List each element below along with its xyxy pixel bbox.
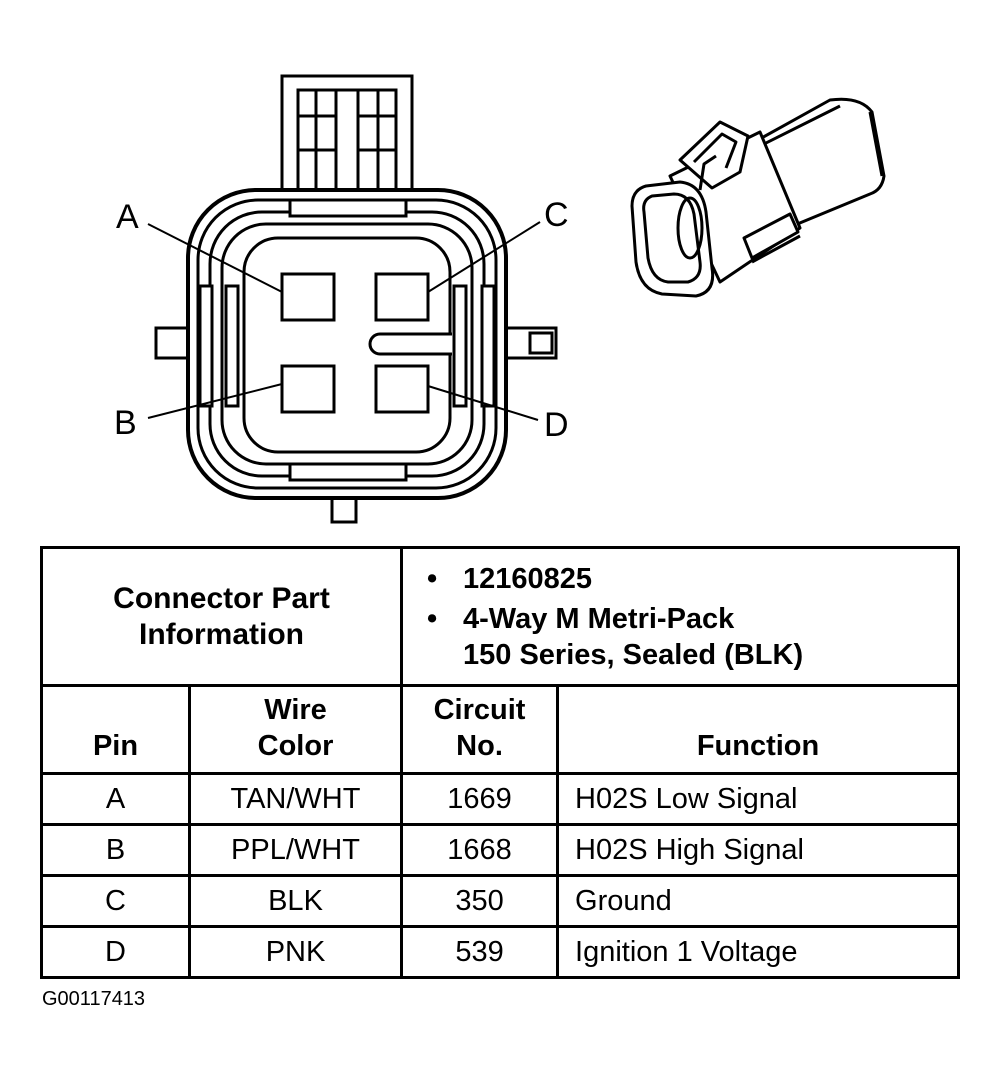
- leader-line-b: [147, 383, 283, 419]
- connector-info-table: Connector Part Information • 12160825 • 4-…: [39, 546, 961, 979]
- connector-body-outer: [186, 188, 508, 500]
- cell-wire-color: PNK: [187, 925, 404, 979]
- column-header-circuit-line2: No.: [456, 730, 503, 762]
- column-header-wire-line1: Wire: [264, 694, 327, 726]
- cell-function: Ground: [556, 874, 961, 928]
- pin-label-c: C: [544, 196, 569, 234]
- locking-tab: [280, 74, 414, 196]
- pin-cavity-b: [280, 364, 336, 414]
- table-row: C BLK 350 Ground: [40, 874, 961, 928]
- cell-pin: A: [40, 772, 191, 826]
- part-info-details: • 12160825 • 4-Way M Metri-Pack 150 Series…: [400, 546, 961, 687]
- cell-wire-color: BLK: [187, 874, 404, 928]
- cell-circuit: 1668: [400, 823, 560, 877]
- leader-line-c: [427, 221, 541, 293]
- cell-circuit: 350: [400, 874, 560, 928]
- pin-cavity-a: [280, 272, 336, 322]
- cell-function: H02S Low Signal: [556, 772, 961, 826]
- column-header-circuit: Circuit No.: [400, 684, 560, 775]
- cell-pin: C: [40, 874, 191, 928]
- column-header-wire-line2: Color: [257, 730, 334, 762]
- part-description-line2: 150 Series, Sealed (BLK): [463, 638, 804, 671]
- leader-line-d: [427, 385, 539, 421]
- pin-label-a: A: [116, 198, 139, 236]
- column-header-row: Pin Wire Color Circuit No. Function: [40, 684, 961, 775]
- connector-perspective-view: [630, 97, 886, 298]
- column-header-function: Function: [556, 684, 961, 775]
- part-info-header: Connector Part Information: [39, 546, 404, 687]
- pin-cavity-d: [374, 364, 430, 414]
- figure-id: G00117413: [42, 988, 146, 1010]
- table-row: B PPL/WHT 1668 H02S High Signal: [40, 823, 961, 877]
- cell-wire-color: PPL/WHT: [187, 823, 404, 877]
- part-info-header-line1: Connector Part: [113, 581, 330, 615]
- column-header-wire-color: Wire Color: [187, 684, 404, 775]
- pin-label-d: D: [544, 406, 569, 444]
- cell-function: H02S High Signal: [556, 823, 961, 877]
- column-header-pin-text: Pin: [92, 730, 139, 762]
- column-header-function-text: Function: [696, 730, 820, 762]
- part-number: 12160825: [463, 562, 593, 595]
- column-header-pin: Pin: [40, 684, 191, 775]
- cell-function: Ignition 1 Voltage: [556, 925, 961, 979]
- pin-label-b: B: [114, 404, 137, 442]
- table-row: D PNK 539 Ignition 1 Voltage: [40, 925, 961, 979]
- cell-pin: B: [40, 823, 191, 877]
- cell-circuit: 1669: [400, 772, 560, 826]
- connector-face-view: [147, 74, 558, 524]
- bullet-icon: •: [427, 602, 438, 635]
- part-info-row: Connector Part Information • 12160825 • 4-…: [39, 546, 961, 687]
- pin-cavity-c: [374, 272, 430, 322]
- bullet-icon: •: [427, 562, 438, 595]
- connector-diagram: A C B D: [114, 74, 886, 524]
- cell-circuit: 539: [400, 925, 560, 979]
- leader-line-a: [147, 223, 283, 293]
- cell-wire-color: TAN/WHT: [187, 772, 404, 826]
- column-header-circuit-line1: Circuit: [433, 694, 526, 726]
- part-description-line1: 4-Way M Metri-Pack: [463, 602, 735, 635]
- polarization-key: [368, 332, 452, 356]
- table-row: A TAN/WHT 1669 H02S Low Signal: [40, 772, 961, 826]
- part-info-header-line2: Information: [139, 617, 304, 651]
- cell-pin: D: [40, 925, 191, 979]
